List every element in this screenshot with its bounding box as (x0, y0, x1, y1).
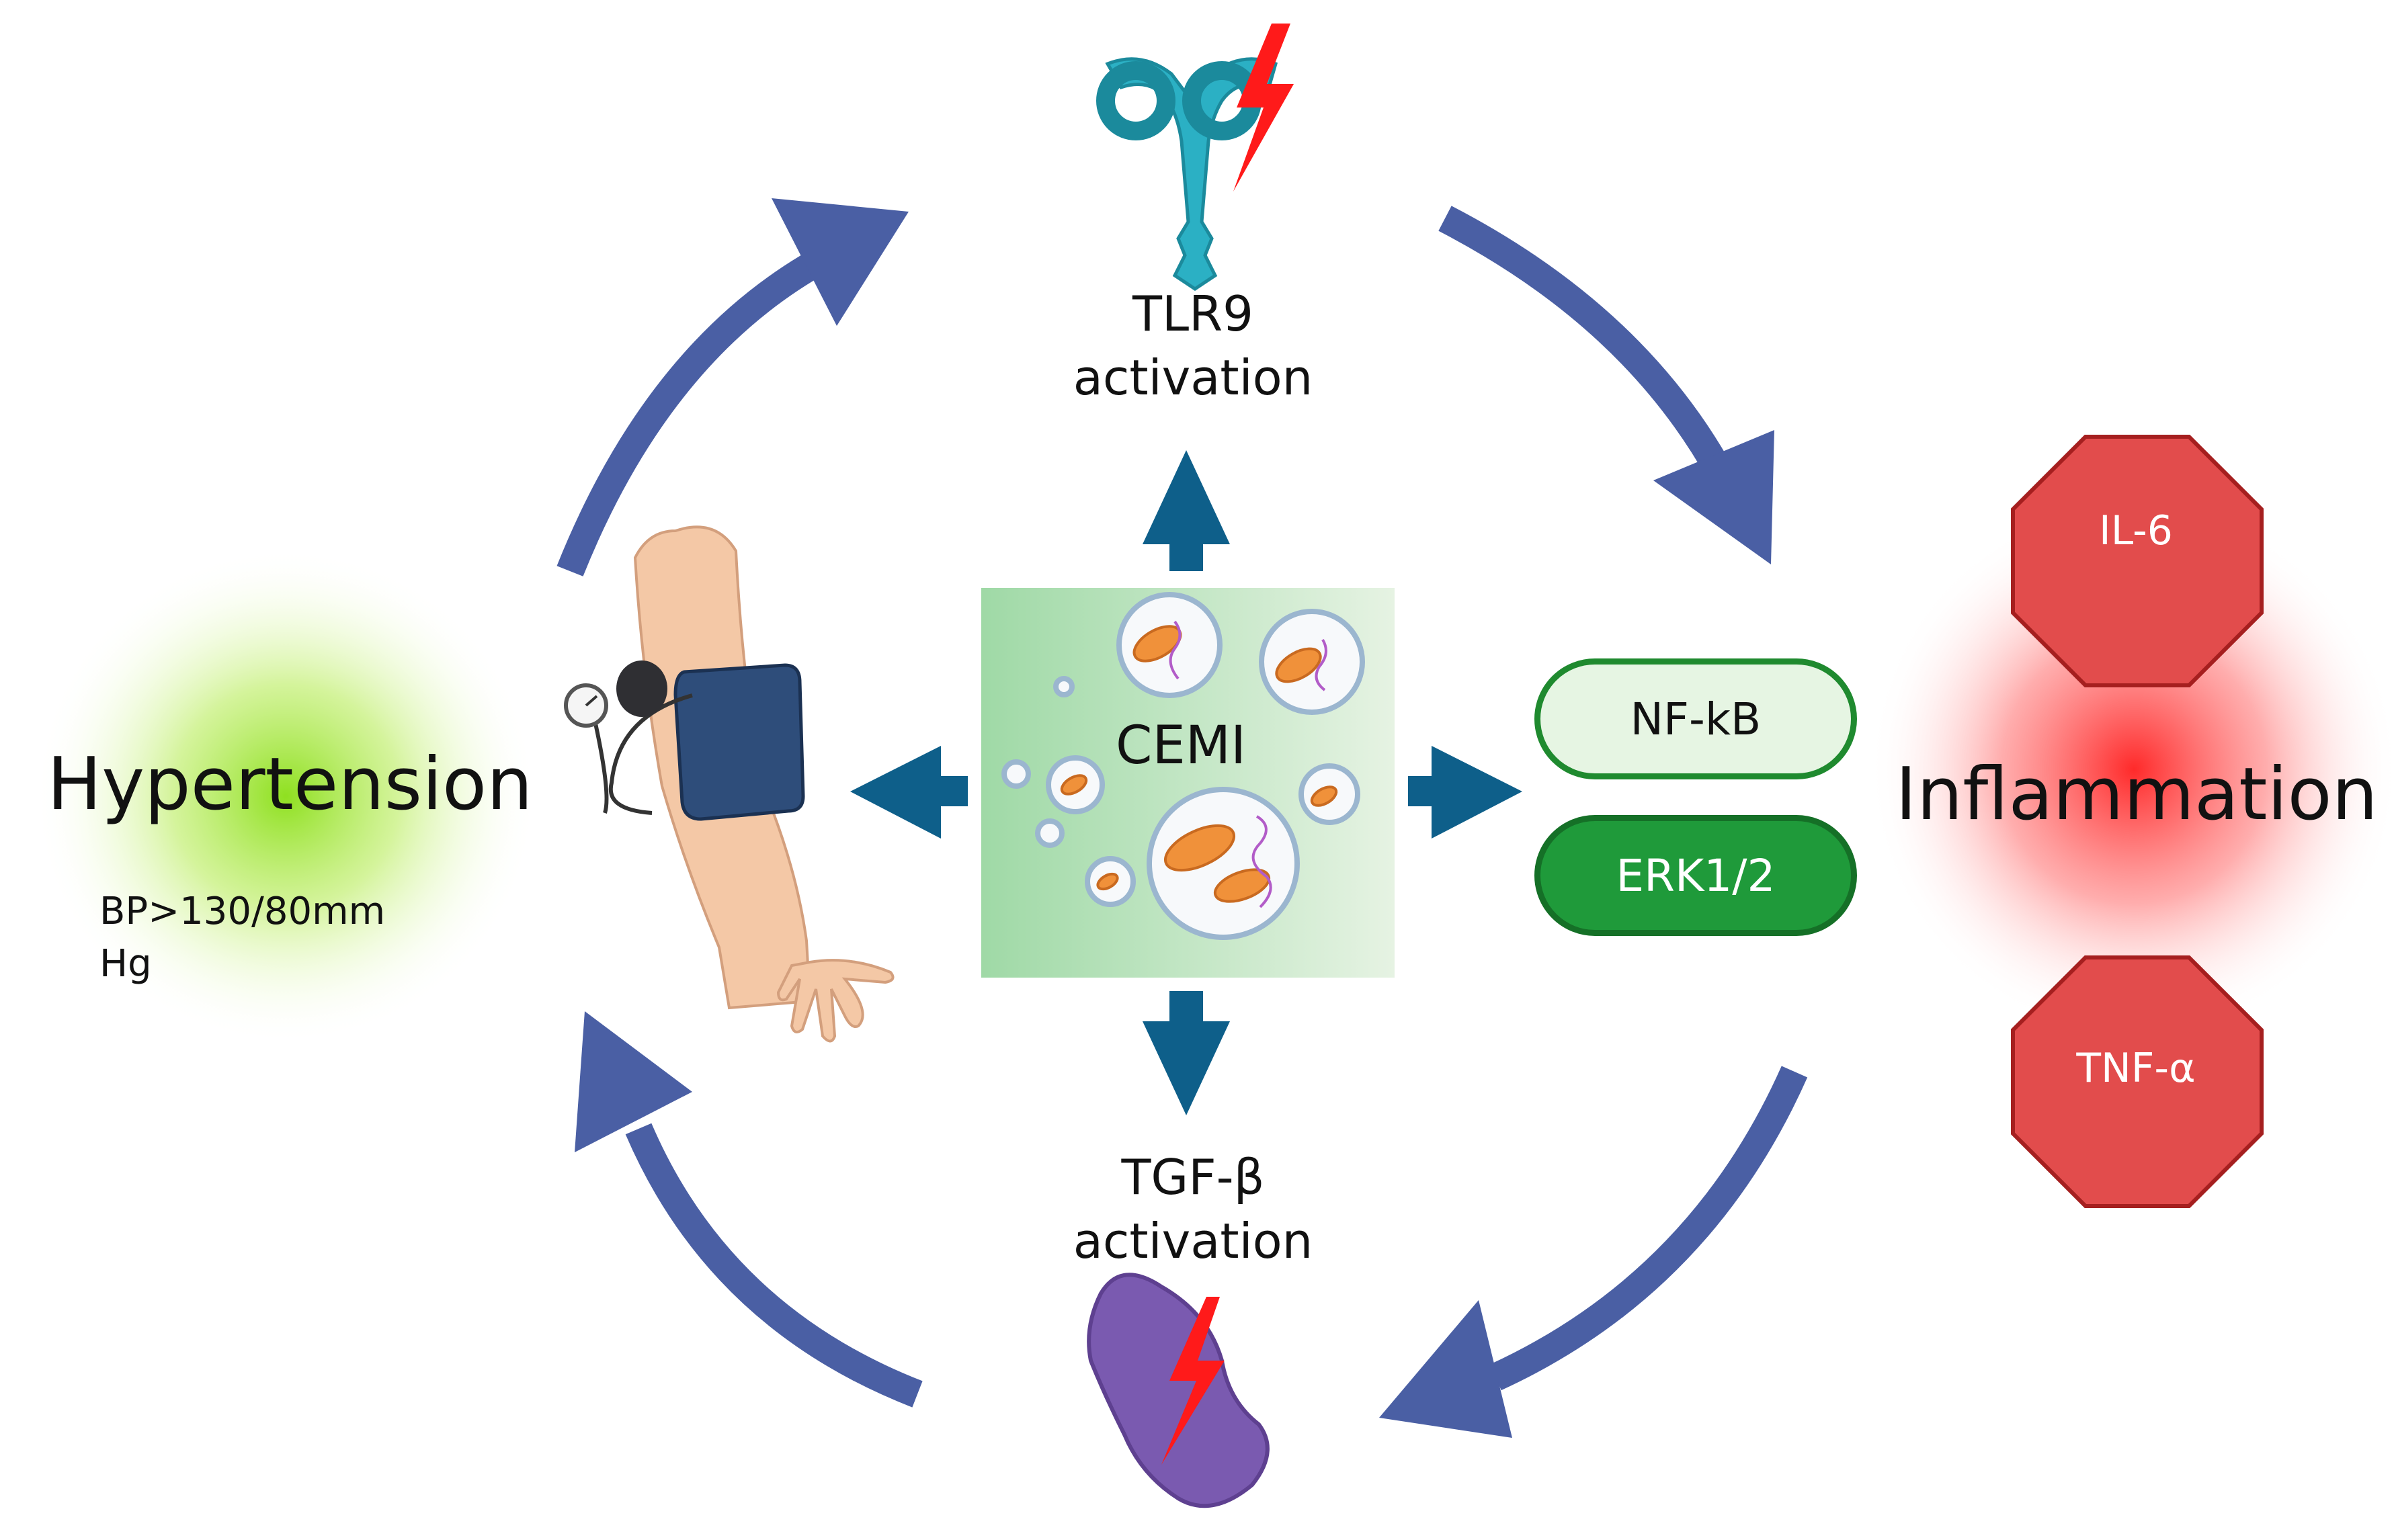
dna-strand-icon (1169, 620, 1327, 908)
blood-pressure-line-2: Hg (99, 942, 152, 986)
center-arrow-up (1143, 450, 1230, 571)
nfkb-pathway: NF-kB (1534, 658, 1857, 779)
blood-pressure-line-1: BP>130/80mm (99, 890, 386, 933)
cycle-arrow-bottom-right (1379, 1066, 1808, 1438)
cycle-arrow-bottom-left (575, 1011, 923, 1408)
lightning-icon (1161, 1297, 1225, 1465)
mitochondria-icon (1060, 625, 1338, 903)
cycle-arrow-top-right (1438, 206, 1774, 564)
cemi-label: CEMI (1116, 716, 1247, 776)
center-arrow-left (850, 746, 968, 839)
tgfb-line-2: activation (1073, 1213, 1313, 1269)
hypertension-glow (34, 548, 538, 1045)
blood-pressure-arm-icon (564, 525, 895, 1043)
tnf-octagon (2011, 955, 2264, 1208)
il6-octagon (2011, 435, 2264, 687)
tlr9-receptor-icon (1096, 57, 1278, 292)
lightning-icon (1233, 24, 1294, 191)
tnf-alpha-label: TNF-α (2076, 1045, 2196, 1092)
center-arrow-down (1143, 991, 1230, 1115)
tgfb-cell-icon (1087, 1273, 1270, 1508)
tlr9-line-1: TLR9 (1132, 286, 1253, 342)
cycle-arrow-top-left (556, 198, 909, 576)
center-arrow-right (1408, 746, 1522, 839)
blood-pressure-threshold: BP>130/80mm Hg (99, 886, 385, 990)
tlr9-activation-label: TLR9 activation (991, 282, 1395, 410)
tgfb-activation-label: TGF-β activation (991, 1146, 1395, 1273)
inflammation-title: Inflammation (1895, 753, 2378, 837)
tgfb-line-1: TGF-β (1121, 1149, 1265, 1205)
il6-label: IL-6 (2099, 507, 2173, 554)
tlr9-line-2: activation (1073, 349, 1313, 406)
hypertension-title: Hypertension (47, 742, 533, 826)
erk-pathway: ERK1/2 (1534, 815, 1857, 936)
inflammation-glow (1868, 501, 2396, 1038)
